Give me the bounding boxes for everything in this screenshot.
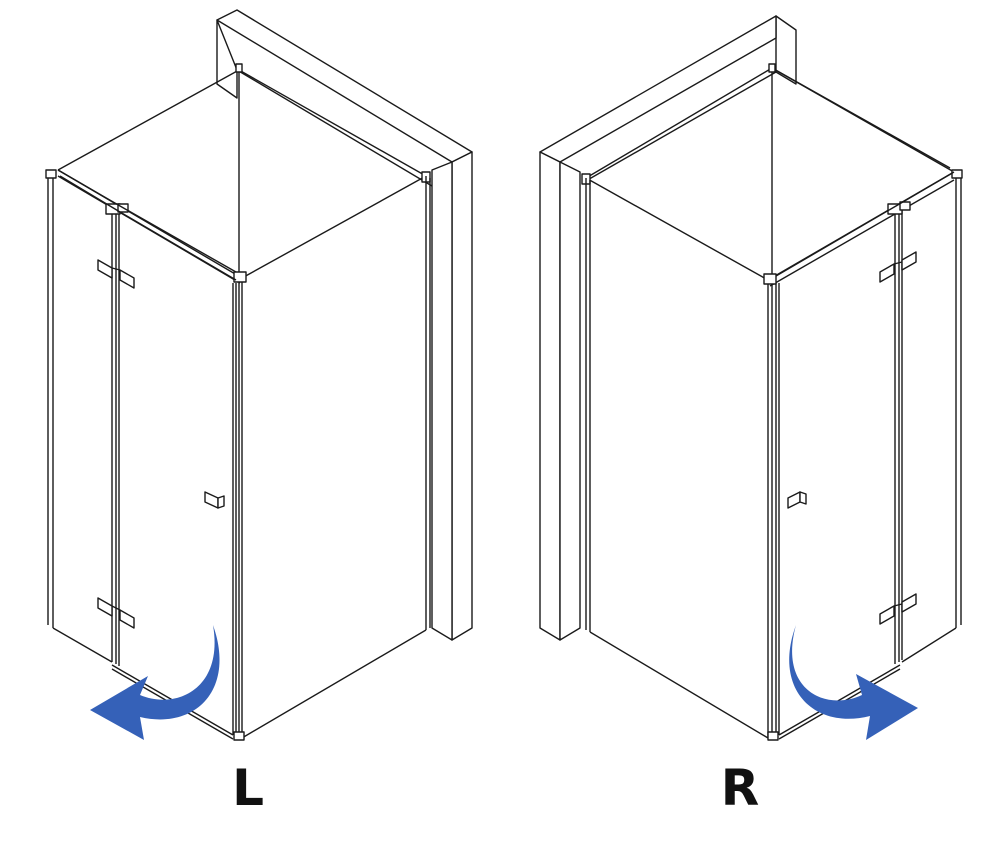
variant-label-right: R xyxy=(720,759,760,817)
variant-label-left: L xyxy=(232,759,264,817)
wall-right xyxy=(539,15,797,641)
wall-left xyxy=(216,9,473,641)
corner-post-left xyxy=(232,271,247,741)
enclosure-right xyxy=(539,15,963,741)
enclosure-left xyxy=(45,9,473,741)
corner-post-right xyxy=(763,273,780,741)
door-panel-left xyxy=(45,169,237,740)
side-panel-left xyxy=(241,176,431,739)
hinges-right xyxy=(879,251,917,625)
door-panel-right xyxy=(775,169,963,740)
hinges-left xyxy=(97,259,135,629)
curved-arrow-right-icon xyxy=(789,625,918,740)
curved-arrow-left-icon xyxy=(90,625,220,740)
side-panel-right xyxy=(585,178,769,739)
handle-left xyxy=(204,491,225,509)
handle-right xyxy=(787,491,807,509)
